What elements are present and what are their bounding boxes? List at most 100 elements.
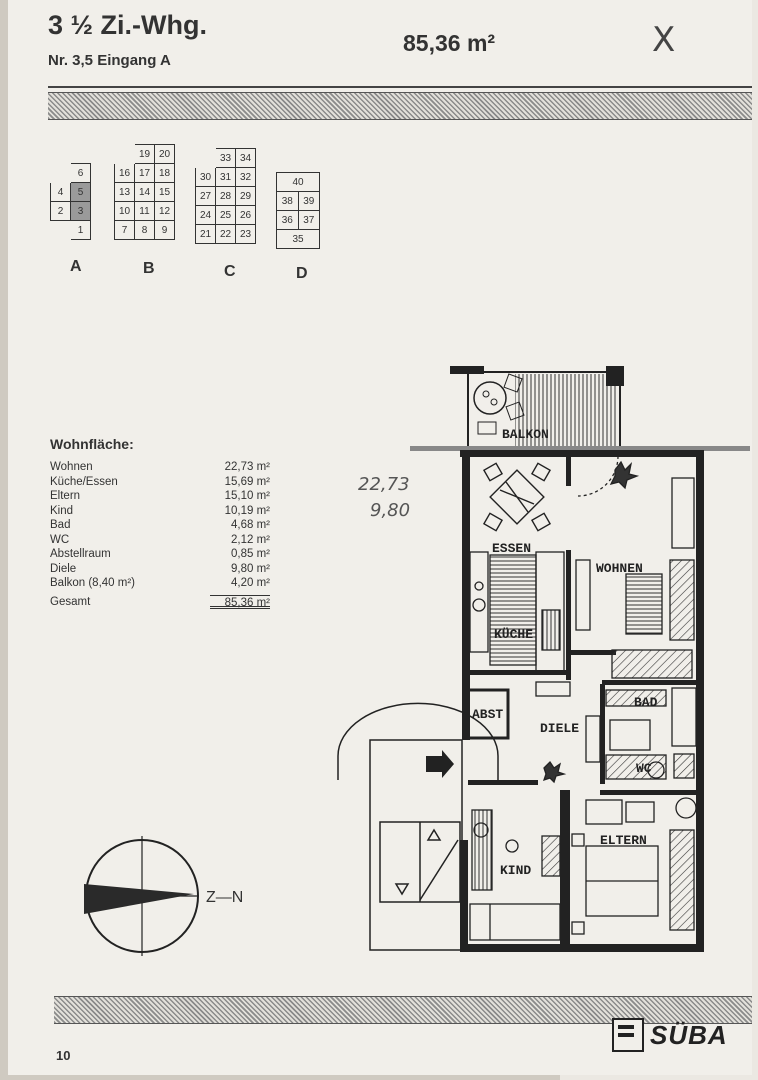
room-label-kind: KIND bbox=[500, 863, 531, 878]
key-cell: 17 bbox=[134, 163, 155, 183]
key-cell bbox=[196, 149, 216, 168]
balkon-area: BALKON bbox=[450, 366, 624, 451]
room-label-bad: BAD bbox=[634, 695, 658, 710]
key-cell: 32 bbox=[235, 167, 256, 187]
area-label: Balkon (8,40 m²) bbox=[50, 577, 136, 589]
header-rule bbox=[48, 86, 752, 88]
key-cell: 1 bbox=[70, 220, 91, 240]
interior-walls bbox=[466, 456, 702, 950]
key-cell bbox=[51, 221, 71, 240]
handwritten-x-mark: X bbox=[652, 20, 676, 60]
key-cell: 7 bbox=[114, 220, 135, 240]
room-label-wohnen: WOHNEN bbox=[596, 561, 643, 576]
sueba-logo-text: SÜBA bbox=[650, 1019, 728, 1050]
kitchen-fixtures bbox=[469, 551, 565, 673]
dining-table bbox=[482, 462, 552, 532]
area-row: Eltern 15,10 m² bbox=[50, 489, 270, 504]
area-row: Balkon (8,40 m²) 4,20 m² bbox=[50, 576, 270, 591]
bathroom-fixtures bbox=[605, 687, 697, 780]
area-value: 9,80 m² bbox=[231, 562, 270, 575]
key-cell: 12 bbox=[154, 201, 175, 221]
key-cell: 22 bbox=[215, 224, 236, 244]
area-value: 4,20 m² bbox=[231, 577, 270, 589]
key-cell: 29 bbox=[235, 186, 256, 206]
key-cell: 6 bbox=[70, 163, 91, 183]
sueba-logo-mark-icon bbox=[612, 1018, 644, 1052]
room-label-abst: ABST bbox=[472, 707, 503, 722]
key-cell: 4 bbox=[50, 182, 71, 202]
room-label-essen: ESSEN bbox=[492, 541, 531, 556]
area-label: Küche/Essen bbox=[50, 475, 118, 488]
building-d-label: D bbox=[296, 265, 308, 282]
compass-label: Z—N bbox=[206, 889, 243, 906]
handwritten-note-2: 9,80 bbox=[370, 500, 411, 521]
key-cell: 23 bbox=[235, 224, 256, 244]
building-c-label: C bbox=[224, 263, 236, 280]
room-label-balkon: BALKON bbox=[502, 427, 549, 442]
apartment-number: Nr. 3,5 Eingang A bbox=[48, 52, 171, 69]
key-cell: 24 bbox=[195, 205, 216, 225]
area-label: Eltern bbox=[50, 490, 81, 502]
key-cell: 37 bbox=[297, 210, 320, 230]
area-value: 10,19 m² bbox=[224, 504, 270, 517]
key-cell: 21 bbox=[195, 224, 216, 244]
key-cell: 26 bbox=[235, 205, 256, 225]
page-number: 10 bbox=[56, 1048, 71, 1063]
area-total-row: Gesamt 85,36 m² bbox=[50, 594, 270, 609]
area-value: 0,85 m² bbox=[231, 548, 270, 560]
area-value: 2,12 m² bbox=[231, 533, 270, 546]
outer-walls bbox=[410, 446, 750, 952]
area-total-value: 85,36 m² bbox=[210, 594, 270, 609]
elternzimmer-furniture bbox=[571, 797, 697, 935]
key-cell: 10 bbox=[114, 201, 135, 221]
apartment-title: 3 ½ Zi.-Whg. bbox=[48, 10, 207, 40]
key-cell: 28 bbox=[215, 186, 236, 206]
key-cell bbox=[51, 164, 71, 183]
building-a-label: A bbox=[70, 258, 82, 275]
building-b-label: B bbox=[143, 260, 155, 277]
key-cell: 8 bbox=[134, 220, 155, 240]
room-label-diele: DIELE bbox=[540, 721, 579, 736]
area-value: 15,10 m² bbox=[224, 490, 270, 502]
key-cell: 35 bbox=[276, 229, 320, 249]
area-row: Küche/Essen 15,69 m² bbox=[50, 475, 270, 490]
area-value: 22,73 m² bbox=[224, 461, 270, 473]
key-cell: 27 bbox=[195, 186, 216, 206]
key-cell: 38 bbox=[276, 191, 299, 211]
key-cell: 16 bbox=[114, 163, 135, 183]
hall-fixtures bbox=[535, 681, 601, 784]
area-row: Wohnen 22,73 m² bbox=[50, 460, 270, 475]
key-cell: 34 bbox=[235, 148, 256, 168]
area-total-label: Gesamt bbox=[50, 595, 91, 608]
room-label-wc: WC bbox=[636, 761, 652, 776]
living-room-furniture bbox=[575, 455, 695, 679]
key-cell: 9 bbox=[154, 220, 175, 240]
area-value: 4,68 m² bbox=[231, 519, 270, 531]
area-label: Wohnen bbox=[50, 461, 93, 473]
handwritten-note-1: 22,73 bbox=[358, 474, 410, 495]
north-compass-icon: Z—N bbox=[84, 836, 243, 956]
entrance-arrow-icon bbox=[426, 750, 454, 778]
key-cell: 11 bbox=[134, 201, 155, 221]
total-area-heading: 85,36 m² bbox=[403, 30, 496, 56]
area-list: Wohnen 22,73 m² Küche/Essen 15,69 m² Elter… bbox=[50, 460, 270, 609]
area-row: Bad 4,68 m² bbox=[50, 518, 270, 533]
key-cell bbox=[115, 145, 135, 164]
key-cell: 13 bbox=[114, 182, 135, 202]
wohnflaeche-heading: Wohnfläche: bbox=[50, 436, 134, 452]
top-hatched-band bbox=[48, 92, 752, 120]
room-label-kueche: KÜCHE bbox=[494, 626, 533, 642]
key-cell: 40 bbox=[276, 172, 320, 192]
sueba-logo: SÜBA bbox=[612, 1018, 728, 1052]
key-cell: 33 bbox=[215, 148, 236, 168]
key-cell: 25 bbox=[215, 205, 236, 225]
key-cell: 18 bbox=[154, 163, 175, 183]
area-label: Bad bbox=[50, 519, 71, 531]
key-cell-highlighted: 3 bbox=[70, 201, 91, 221]
area-value: 15,69 m² bbox=[224, 475, 270, 488]
key-cell-highlighted: 5 bbox=[70, 182, 91, 202]
